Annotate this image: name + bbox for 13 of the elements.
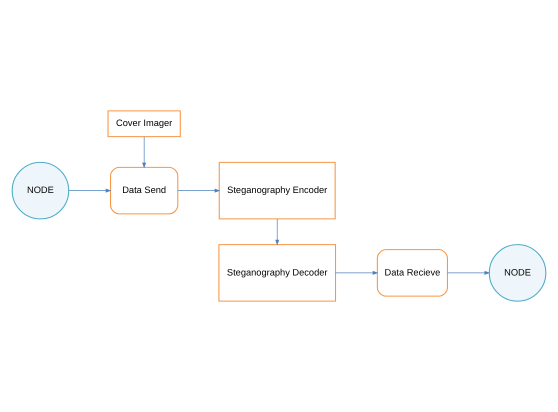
node-box: Cover Imager bbox=[108, 110, 181, 138]
node-box: Data Send bbox=[110, 166, 178, 214]
arrow bbox=[142, 136, 146, 168]
node-box: Data Recieve bbox=[376, 249, 448, 297]
node-box: Steganography Encoder bbox=[218, 162, 336, 220]
node-box: Steganography Decoder bbox=[218, 244, 336, 302]
node-circle: NODE bbox=[12, 162, 70, 220]
arrow bbox=[68, 188, 112, 193]
node-circle: NODE bbox=[488, 244, 546, 302]
arrow bbox=[447, 270, 490, 275]
arrow bbox=[178, 188, 220, 193]
arrow bbox=[335, 270, 378, 275]
arrow bbox=[275, 218, 280, 246]
